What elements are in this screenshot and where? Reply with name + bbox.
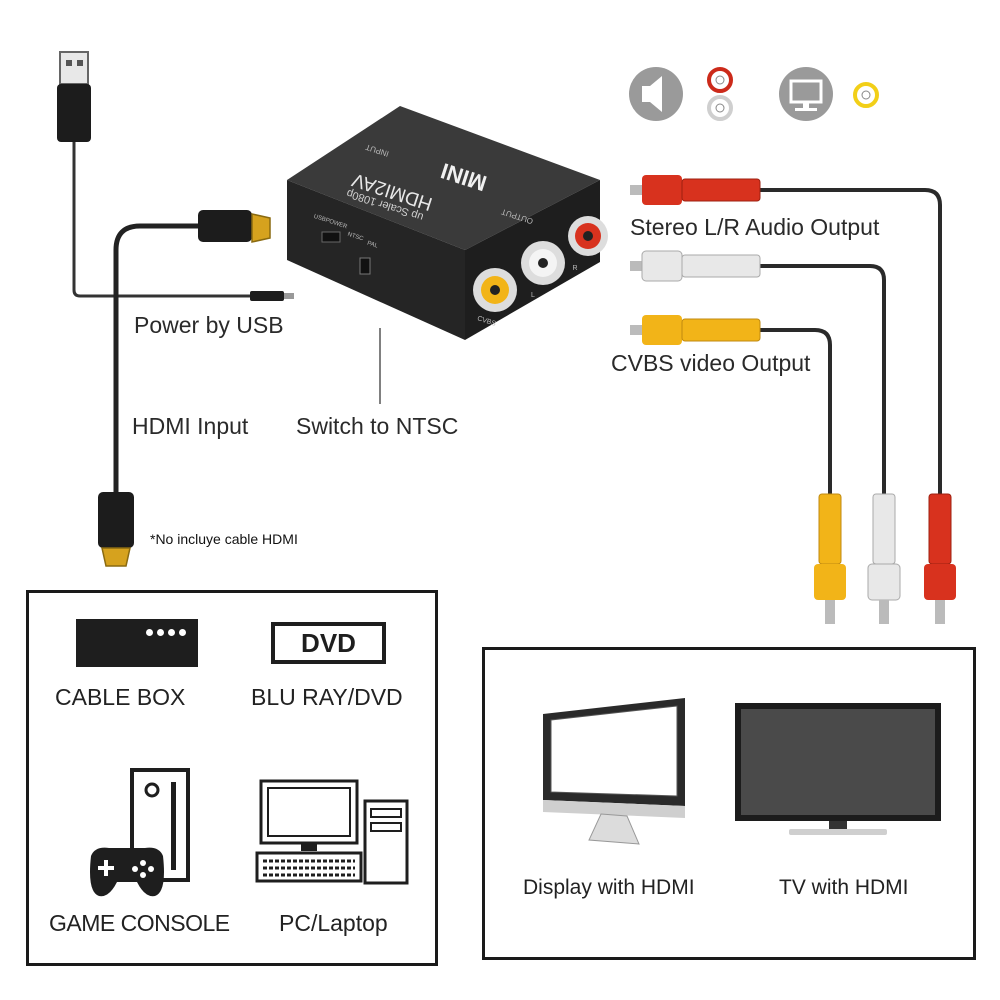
device-r-text: R <box>572 265 577 272</box>
audio-jacks-icon <box>707 67 733 121</box>
video-jack-icon <box>853 82 879 108</box>
switch-label: Switch to NTSC <box>296 413 459 439</box>
red-rca-plug-bottom <box>924 493 956 624</box>
tv-label: TV with HDMI <box>779 876 909 899</box>
stereo-label: Stereo L/R Audio Output <box>630 214 880 240</box>
device-ntsc-text: NTSC <box>347 232 365 243</box>
pc-icon <box>255 779 409 885</box>
monitor-icon <box>779 67 833 121</box>
yellow-rca-plug-bottom <box>814 493 846 624</box>
device-l-text: L <box>531 292 535 299</box>
white-rca-plug-bottom <box>867 493 901 624</box>
cvbs-label: CVBS video Output <box>611 350 811 376</box>
cable-box-icon <box>76 619 198 667</box>
sources-panel: CABLE BOX DVD BLU RAY/DVD GAME CONSOLE P… <box>26 590 438 966</box>
dvd-icon: DVD <box>271 622 386 664</box>
displays-panel: Display with HDMI TV with HDMI <box>482 647 976 960</box>
device-pal-text: PAL <box>366 241 379 250</box>
cvbs-port <box>473 268 517 312</box>
red-rca-plug-top <box>630 175 761 205</box>
cable-box-label: CABLE BOX <box>55 684 186 710</box>
power-label: Power by USB <box>134 312 284 338</box>
tv-icon <box>735 703 941 835</box>
hdmi-cable <box>98 210 271 567</box>
hdmi-input-label: HDMI Input <box>132 413 249 439</box>
speaker-icon <box>629 67 683 121</box>
dvd-label: BLU RAY/DVD <box>251 684 403 710</box>
converter-device: MINI HDMI2AV up Scaler 1080p INPUT OUTPU… <box>287 106 608 340</box>
monitor-display-icon <box>543 698 685 845</box>
note-label: *No incluye cable HDMI <box>150 531 298 547</box>
white-rca-plug-top <box>630 250 761 282</box>
pc-label: PC/Laptop <box>279 910 388 936</box>
game-console-label: GAME CONSOLE <box>49 910 230 936</box>
r-port <box>568 216 608 256</box>
monitor-label: Display with HDMI <box>523 876 695 899</box>
rca-cables <box>760 188 942 500</box>
yellow-rca-plug-top <box>630 315 761 345</box>
l-port <box>521 241 565 285</box>
dvd-badge-text: DVD <box>301 627 356 658</box>
game-console-icon <box>90 768 190 897</box>
usb-cable <box>57 51 294 301</box>
